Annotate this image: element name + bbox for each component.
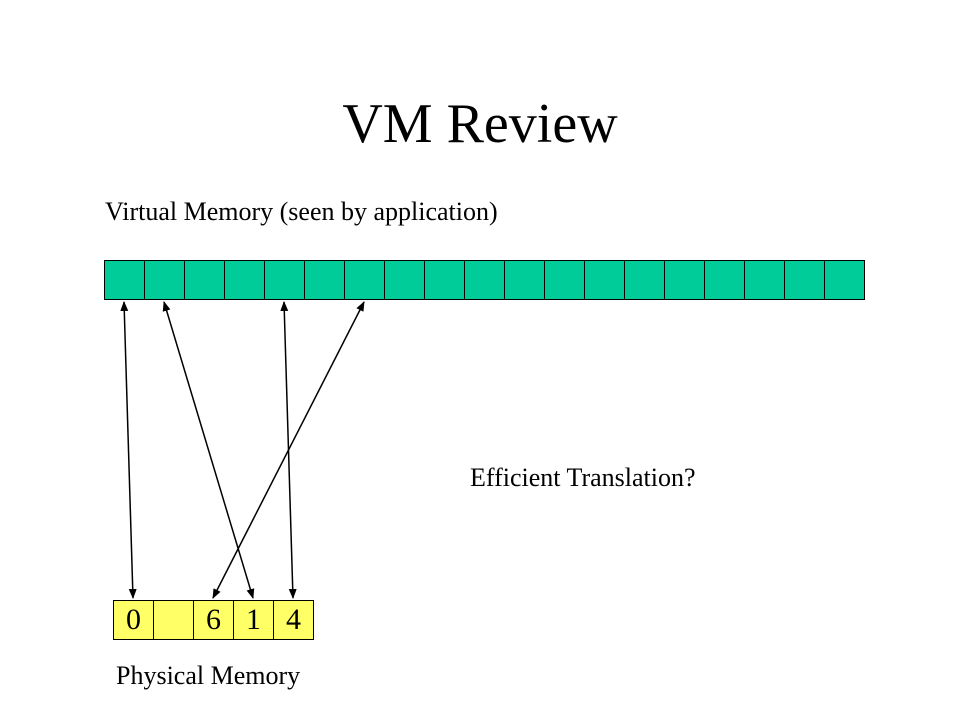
physical-frame-cell: 0 (114, 600, 154, 640)
physical-frame-cell (154, 600, 194, 640)
virtual-page-cell (185, 260, 225, 300)
virtual-page-cell (105, 260, 145, 300)
virtual-page-cell (705, 260, 745, 300)
slide-title: VM Review (342, 93, 618, 155)
virtual-page-cell (345, 260, 385, 300)
mapping-arrow (162, 301, 255, 599)
virtual-page-cell (145, 260, 185, 300)
virtual-page-cell (825, 260, 865, 300)
virtual-page-cell (585, 260, 625, 300)
physical-memory-label: Physical Memory (116, 661, 301, 690)
virtual-page-cell (785, 260, 825, 300)
efficient-translation-annotation: Efficient Translation? (470, 463, 696, 492)
mapping-arrow (120, 301, 137, 599)
virtual-page-cell (385, 260, 425, 300)
virtual-page-cell (745, 260, 785, 300)
virtual-memory-label: Virtual Memory (seen by application) (105, 197, 498, 226)
virtual-page-cell (505, 260, 545, 300)
virtual-page-cell (465, 260, 505, 300)
virtual-page-cell (305, 260, 345, 300)
physical-frame-cell: 4 (274, 600, 314, 640)
physical-frame-cell: 6 (194, 600, 234, 640)
virtual-page-cell (425, 260, 465, 300)
virtual-page-cell (545, 260, 585, 300)
virtual-page-cell (265, 260, 305, 300)
mapping-arrow (212, 301, 365, 599)
virtual-page-cell (625, 260, 665, 300)
virtual-page-cell (225, 260, 265, 300)
virtual-page-cell (665, 260, 705, 300)
virtual-memory-strip (104, 260, 865, 300)
physical-frame-cell: 1 (234, 600, 274, 640)
